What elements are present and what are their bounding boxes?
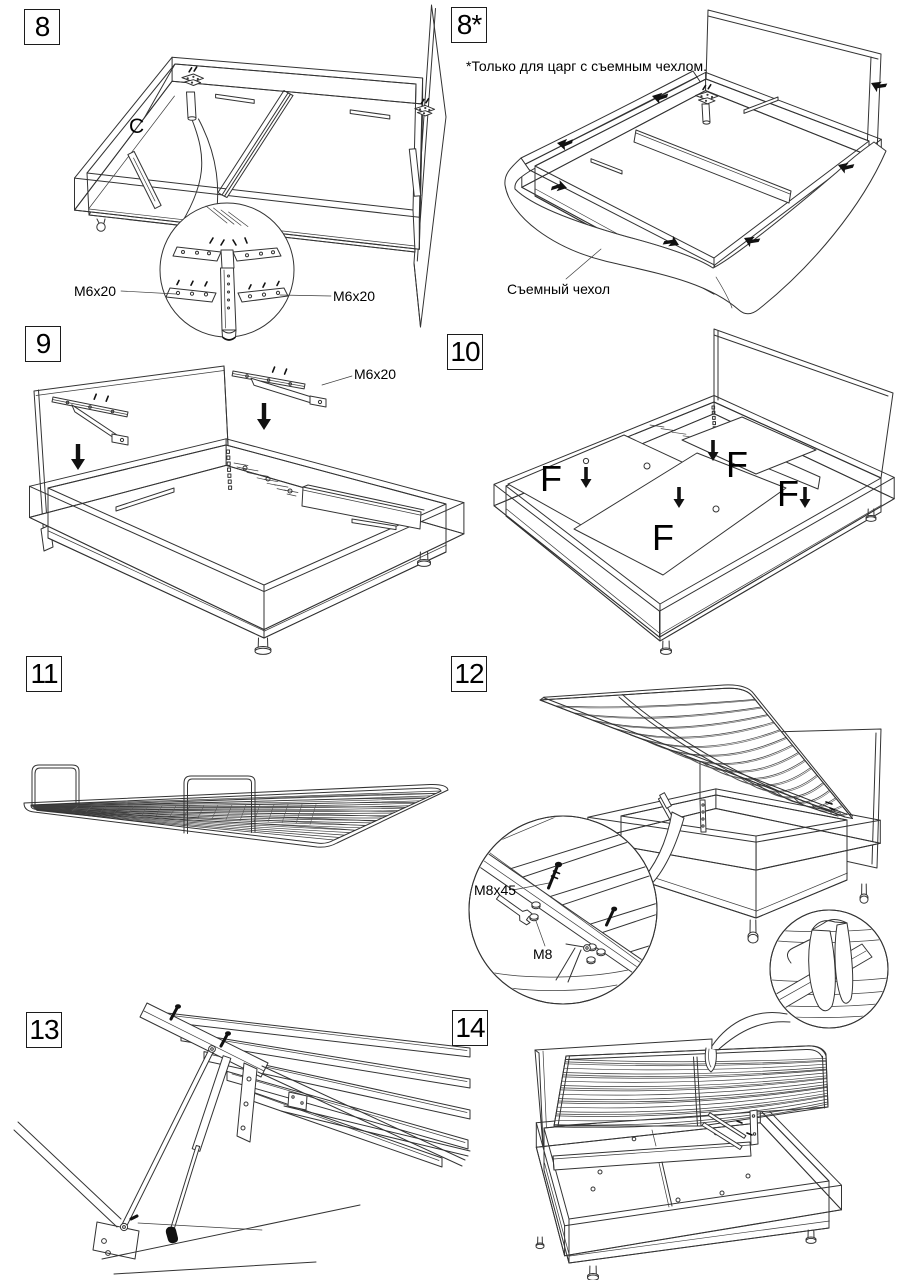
figure-step-14 bbox=[534, 1012, 842, 1280]
step-8-star-box: 8* bbox=[451, 7, 487, 43]
step-11-box: 11 bbox=[26, 656, 62, 692]
step-9-box-label: 9 bbox=[35, 328, 52, 359]
figure-step-12 bbox=[468, 684, 882, 1005]
step-14-box: 14 bbox=[452, 1010, 488, 1046]
figure-step-10 bbox=[493, 328, 895, 655]
figure-step-8 bbox=[74, 4, 447, 341]
note-removable-cover: *Только для царг с съемным чехлом. bbox=[466, 58, 707, 74]
figure-step-11 bbox=[23, 764, 449, 848]
step-13-box: 13 bbox=[26, 1012, 62, 1048]
step-10-box-label: 10 bbox=[450, 336, 480, 367]
label-c: C bbox=[129, 115, 145, 138]
step-14-box-label: 14 bbox=[455, 1012, 485, 1043]
step-12-box-label: 12 bbox=[454, 658, 484, 689]
step-10-box: 10 bbox=[447, 334, 483, 370]
step-12-box: 12 bbox=[451, 656, 487, 692]
label-f2: F bbox=[726, 444, 748, 485]
step-11-box-label: 11 bbox=[30, 658, 58, 689]
step-13-box-label: 13 bbox=[29, 1014, 59, 1045]
step-8-box: 8 bbox=[24, 9, 60, 45]
figure-step-9 bbox=[29, 365, 465, 655]
figure-step-14-detail bbox=[769, 909, 889, 1029]
label-m8: M8 bbox=[533, 946, 553, 962]
label-f4: F bbox=[652, 517, 674, 558]
step-8-star-box-label: 8* bbox=[456, 9, 482, 40]
label-m8x45: M8x45 bbox=[474, 882, 517, 898]
label-f1: F bbox=[540, 458, 562, 499]
label-cover: Съемный чехол bbox=[507, 281, 611, 297]
label-m6x20-right: M6x20 bbox=[333, 288, 376, 304]
step-8-box-label: 8 bbox=[34, 11, 51, 42]
figure-step-13 bbox=[13, 1002, 471, 1275]
step-9-box: 9 bbox=[25, 326, 61, 362]
label-m6x20-left: M6x20 bbox=[74, 283, 117, 299]
figure-step-8-star bbox=[504, 9, 888, 315]
label-m6x20-step9: M6x20 bbox=[354, 366, 397, 382]
label-f3: F bbox=[777, 473, 799, 514]
